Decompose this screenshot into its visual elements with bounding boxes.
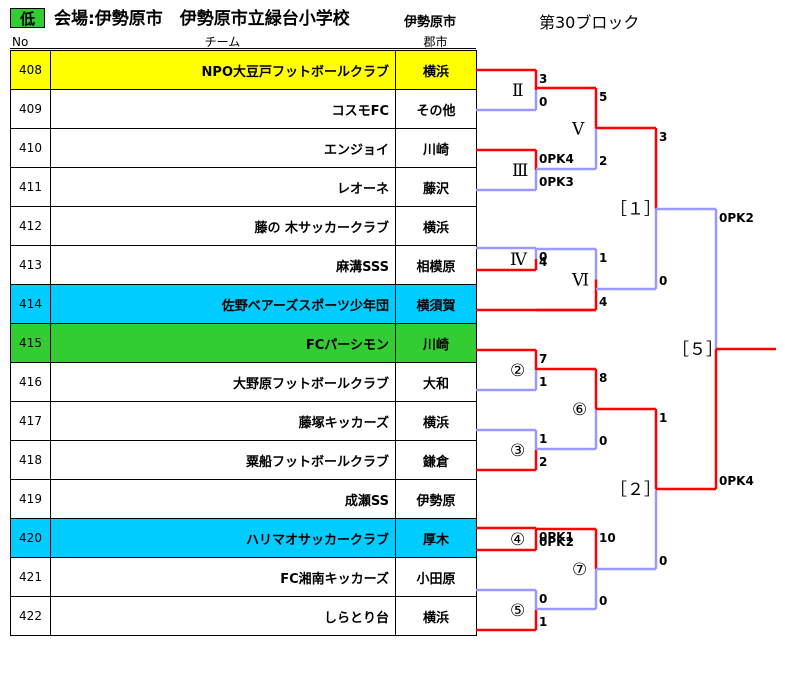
match-score-bottom: 0 — [539, 95, 547, 109]
match-score-top: 0 — [539, 250, 547, 264]
match-score-top: 0PK2 — [719, 211, 754, 225]
match-score-top: 0 — [539, 592, 547, 606]
team-name: FC湘南キッカーズ — [50, 557, 396, 597]
team-city: 横浜 — [395, 596, 477, 636]
match-label: ［２］ — [610, 480, 661, 500]
team-name: FCパーシモン — [50, 323, 396, 363]
team-no: 413 — [10, 245, 51, 285]
team-no: 408 — [10, 50, 51, 90]
match-score-bottom: 0 — [659, 554, 667, 568]
team-name: 大野原フットボールクラブ — [50, 362, 396, 402]
team-no: 415 — [10, 323, 51, 363]
match-label: ③ — [510, 441, 525, 461]
match-label: ⑦ — [572, 560, 587, 580]
team-no: 409 — [10, 89, 51, 129]
match-score-top: 1 — [599, 251, 607, 265]
match-score-bottom: 0 — [659, 274, 667, 288]
match-label: ⑥ — [572, 400, 587, 420]
match-score-bottom: 0PK2 — [539, 535, 574, 549]
col-header-city: 郡市 — [423, 35, 448, 49]
match-score-top: 10 — [599, 531, 616, 545]
team-no: 418 — [10, 440, 51, 480]
team-no: 414 — [10, 284, 51, 324]
match-score-bottom: 0 — [599, 594, 607, 608]
team-city: 横浜 — [395, 50, 477, 90]
team-no: 411 — [10, 167, 51, 207]
match-label: ⑤ — [510, 601, 525, 621]
match-label: Ⅱ — [512, 81, 524, 101]
team-city: 伊勢原 — [395, 479, 477, 519]
match-label: ［５］ — [672, 340, 723, 360]
match-score-bottom: 0PK4 — [719, 474, 754, 488]
team-name: 粟船フットボールクラブ — [50, 440, 396, 480]
match-score-top: 1 — [659, 411, 667, 425]
team-city: 川崎 — [395, 323, 477, 363]
team-city: 川崎 — [395, 128, 477, 168]
block-title: 第30ブロック — [539, 13, 640, 32]
col-header-team: チーム — [204, 35, 241, 49]
match-score-bottom: 1 — [539, 375, 547, 389]
match-score-top: 8 — [599, 371, 607, 385]
team-name: ハリマオサッカークラブ — [50, 518, 396, 558]
match-score-bottom: 0 — [599, 434, 607, 448]
match-label: ④ — [510, 530, 525, 550]
venue-title: 会場:伊勢原市 伊勢原市立緑台小学校 — [54, 9, 350, 29]
match-score-bottom: 0PK3 — [539, 175, 574, 189]
match-score-top: 3 — [539, 72, 547, 86]
team-name: 佐野ベアーズスポーツ少年団 — [50, 284, 396, 324]
team-name: 藤塚キッカーズ — [50, 401, 396, 441]
match-score-bottom: 4 — [599, 295, 607, 309]
match-label: Ⅳ — [510, 250, 528, 270]
team-city: その他 — [395, 89, 477, 129]
team-name: NPO大豆戸フットボールクラブ — [50, 50, 396, 90]
match-score-top: 0PK4 — [539, 152, 574, 166]
match-score-bottom: 1 — [539, 615, 547, 629]
header-divider — [10, 48, 476, 49]
team-no: 420 — [10, 518, 51, 558]
match-label: ② — [510, 361, 525, 381]
team-name: 麻溝SSS — [50, 245, 396, 285]
match-label: Ⅲ — [512, 161, 528, 181]
match-label: Ⅵ — [571, 271, 589, 291]
col-header-no: No — [12, 35, 29, 49]
match-score-bottom: 2 — [539, 455, 547, 469]
team-no: 421 — [10, 557, 51, 597]
match-score-bottom: 2 — [599, 154, 607, 168]
match-label: ［１］ — [610, 200, 661, 220]
team-city: 藤沢 — [395, 167, 477, 207]
team-name: レオーネ — [50, 167, 396, 207]
match-label: Ⅴ — [571, 120, 585, 140]
level-badge: 低 — [10, 8, 45, 28]
match-score-top: 7 — [539, 352, 547, 366]
team-name: しらとり台 — [50, 596, 396, 636]
match-score-top: 0PK1 — [539, 530, 574, 544]
team-no: 412 — [10, 206, 51, 246]
team-name: コスモFC — [50, 89, 396, 129]
host-city: 伊勢原市 — [404, 15, 457, 30]
team-name: エンジョイ — [50, 128, 396, 168]
team-city: 鎌倉 — [395, 440, 477, 480]
match-score-top: 1 — [539, 432, 547, 446]
match-score-top: 5 — [599, 90, 607, 104]
match-score-top: 3 — [659, 130, 667, 144]
match-score-bottom: 4 — [539, 255, 547, 269]
team-city: 横須賀 — [395, 284, 477, 324]
team-no: 422 — [10, 596, 51, 636]
